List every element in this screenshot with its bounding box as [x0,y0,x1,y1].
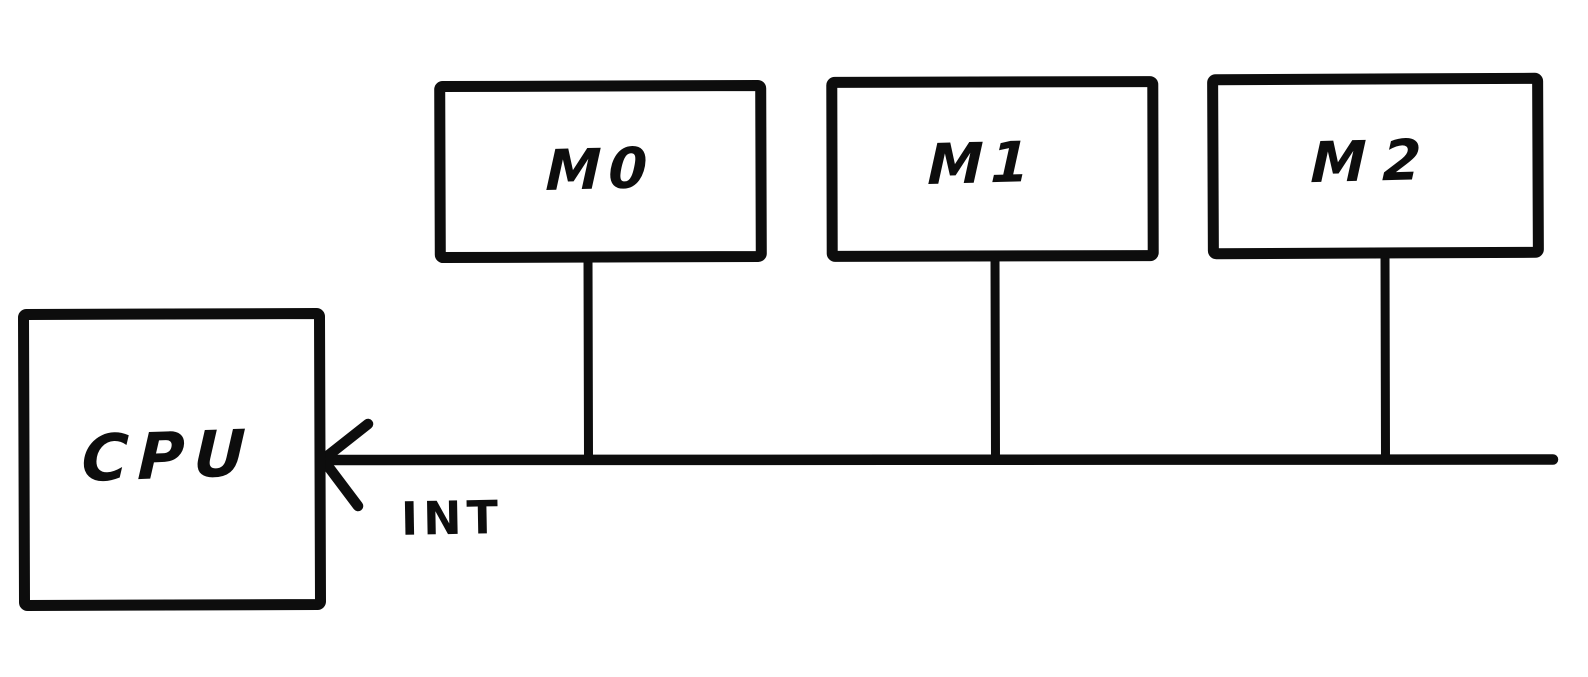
m1-connector-line [990,252,1000,464]
m0-box [434,79,767,264]
m2-box [1207,72,1544,260]
cpu-box [18,307,326,612]
cpu-label: CPU [80,416,256,498]
m0-connector-line [583,253,593,464]
m2-connector-line [1380,249,1390,464]
m1-box [826,76,1159,262]
m0-label: M0 [544,136,656,204]
int-signal-label: INT [400,490,504,546]
m2-label: M2 [1309,127,1439,197]
m1-label: M1 [926,130,1038,198]
bus-line [320,454,1559,466]
